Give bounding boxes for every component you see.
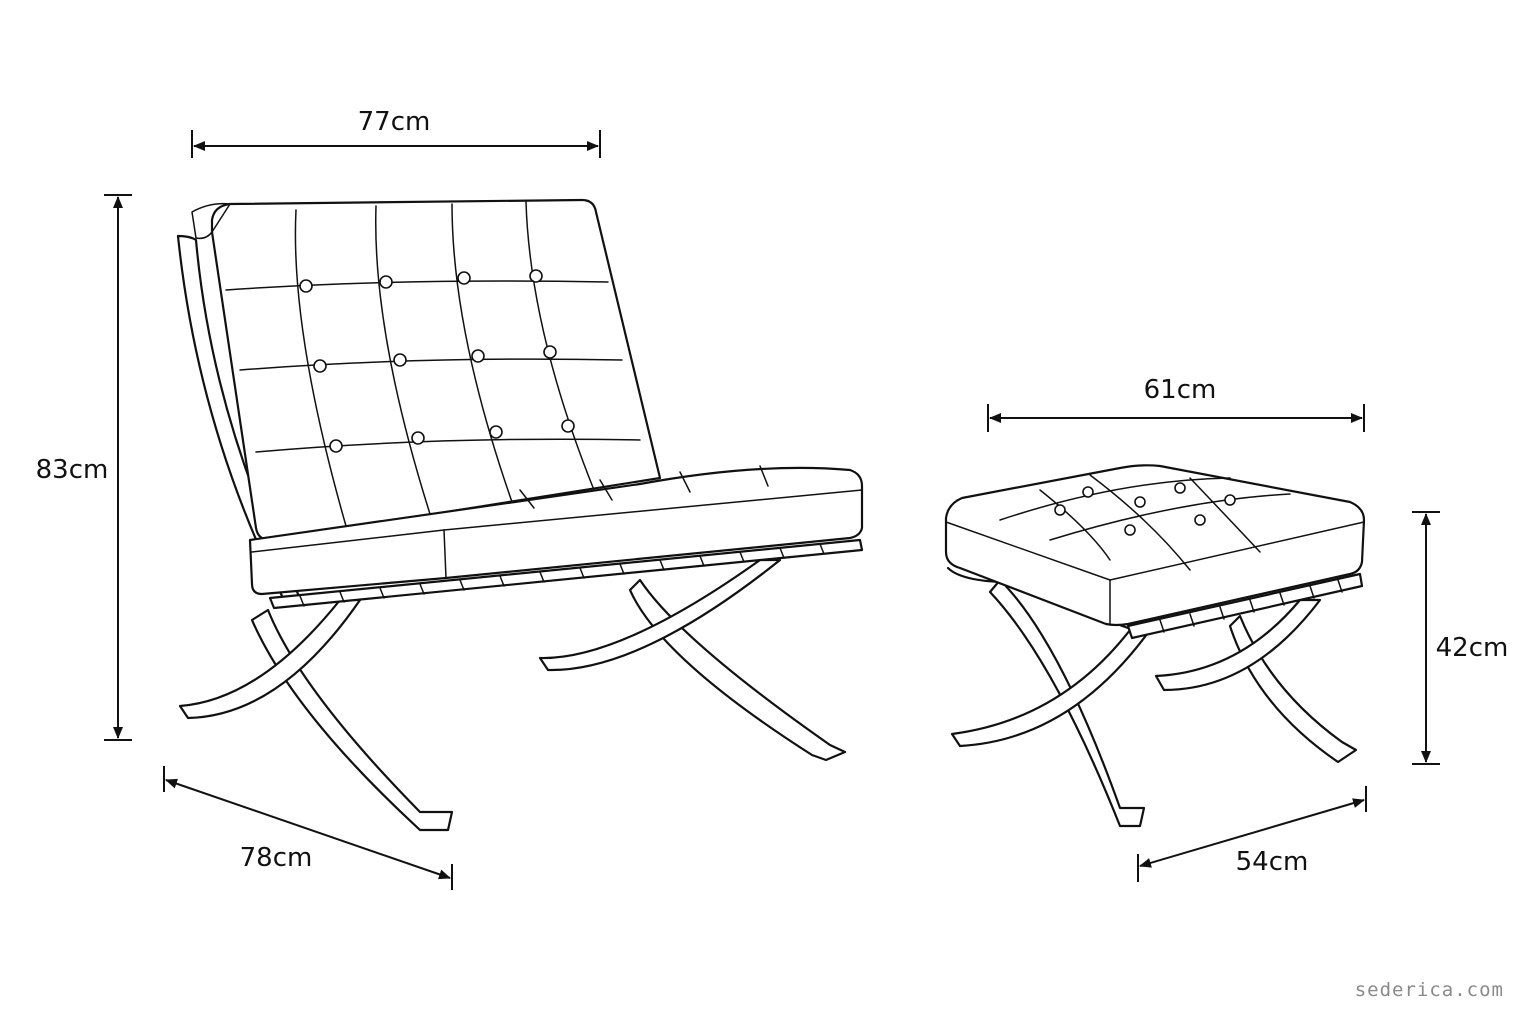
ottoman-width-dimension: 61cm bbox=[987, 375, 1365, 432]
ottoman-height-label: 42cm bbox=[1436, 633, 1509, 663]
credit-watermark: sederica.com bbox=[1355, 979, 1504, 1001]
ottoman-straps bbox=[1126, 572, 1364, 640]
chair-height-dimension: 83cm bbox=[36, 194, 132, 741]
chair-height-label: 83cm bbox=[36, 455, 109, 485]
ottoman-leg-right-cross bbox=[1154, 598, 1322, 692]
chair-front-leg-cross bbox=[538, 558, 782, 672]
chair-width-label: 77cm bbox=[358, 107, 431, 137]
ottoman-depth-label: 54cm bbox=[1236, 847, 1309, 877]
chair-seat-tufting bbox=[519, 465, 769, 509]
chair-rear-leg bbox=[250, 608, 454, 832]
ottoman-tufting bbox=[999, 474, 1291, 571]
ottoman-height-dimension: 42cm bbox=[1412, 511, 1509, 765]
chair-straps bbox=[268, 538, 864, 610]
ottoman-leg-right bbox=[1228, 614, 1358, 764]
chair-front-leg bbox=[628, 578, 847, 762]
chair-seat-cushion bbox=[248, 466, 864, 596]
chair-width-dimension: 77cm bbox=[191, 107, 601, 158]
chair-depth-dimension: 78cm bbox=[163, 766, 453, 890]
ottoman-leg-left-cross bbox=[950, 628, 1152, 748]
chair-depth-label: 78cm bbox=[240, 843, 313, 873]
chair-drawing bbox=[176, 198, 864, 832]
ottoman-depth-dimension: 54cm bbox=[1137, 786, 1367, 882]
ottoman-drawing bbox=[944, 464, 1366, 828]
chair-back-tufting bbox=[225, 201, 641, 527]
ottoman-width-label: 61cm bbox=[1144, 375, 1217, 405]
